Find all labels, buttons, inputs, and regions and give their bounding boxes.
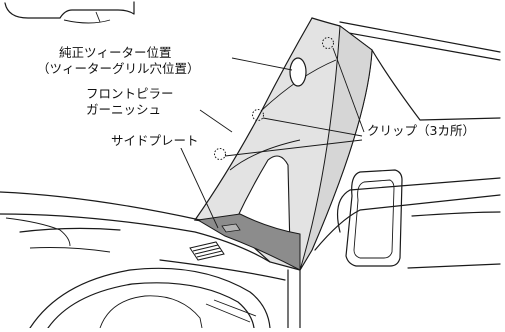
side-plate-label: サイドプレート xyxy=(110,133,200,148)
dashboard xyxy=(0,191,286,281)
leader-lines xyxy=(179,47,365,229)
garnish-label: ガーニッシュ xyxy=(85,102,163,117)
steering-wheel xyxy=(29,267,271,329)
windshield-top-trim xyxy=(4,1,135,24)
tweeter-leader xyxy=(231,57,293,71)
defroster-vent xyxy=(189,241,225,261)
clip-leader xyxy=(262,117,363,137)
clip-marker xyxy=(322,37,334,49)
clip-leader xyxy=(224,139,363,157)
tweeter-grille-hole-label: （ツィーターグリル穴位置） xyxy=(36,61,201,76)
sideplate-leader xyxy=(179,145,219,229)
clip-marker xyxy=(214,148,226,160)
tweeter-position-label: 純正ツィーター位置 xyxy=(58,45,173,60)
clip-leader xyxy=(332,47,365,133)
front-pillar-garnish xyxy=(193,17,373,271)
clip-marker xyxy=(252,109,264,121)
tweeter-position-oval xyxy=(289,57,307,87)
clips-label: クリップ（3カ所） xyxy=(366,123,476,138)
door-and-mirror xyxy=(287,49,501,329)
clip-positions xyxy=(214,37,334,160)
pillar-leader xyxy=(199,109,233,133)
front-pillar-label: フロントピラー xyxy=(85,86,175,101)
